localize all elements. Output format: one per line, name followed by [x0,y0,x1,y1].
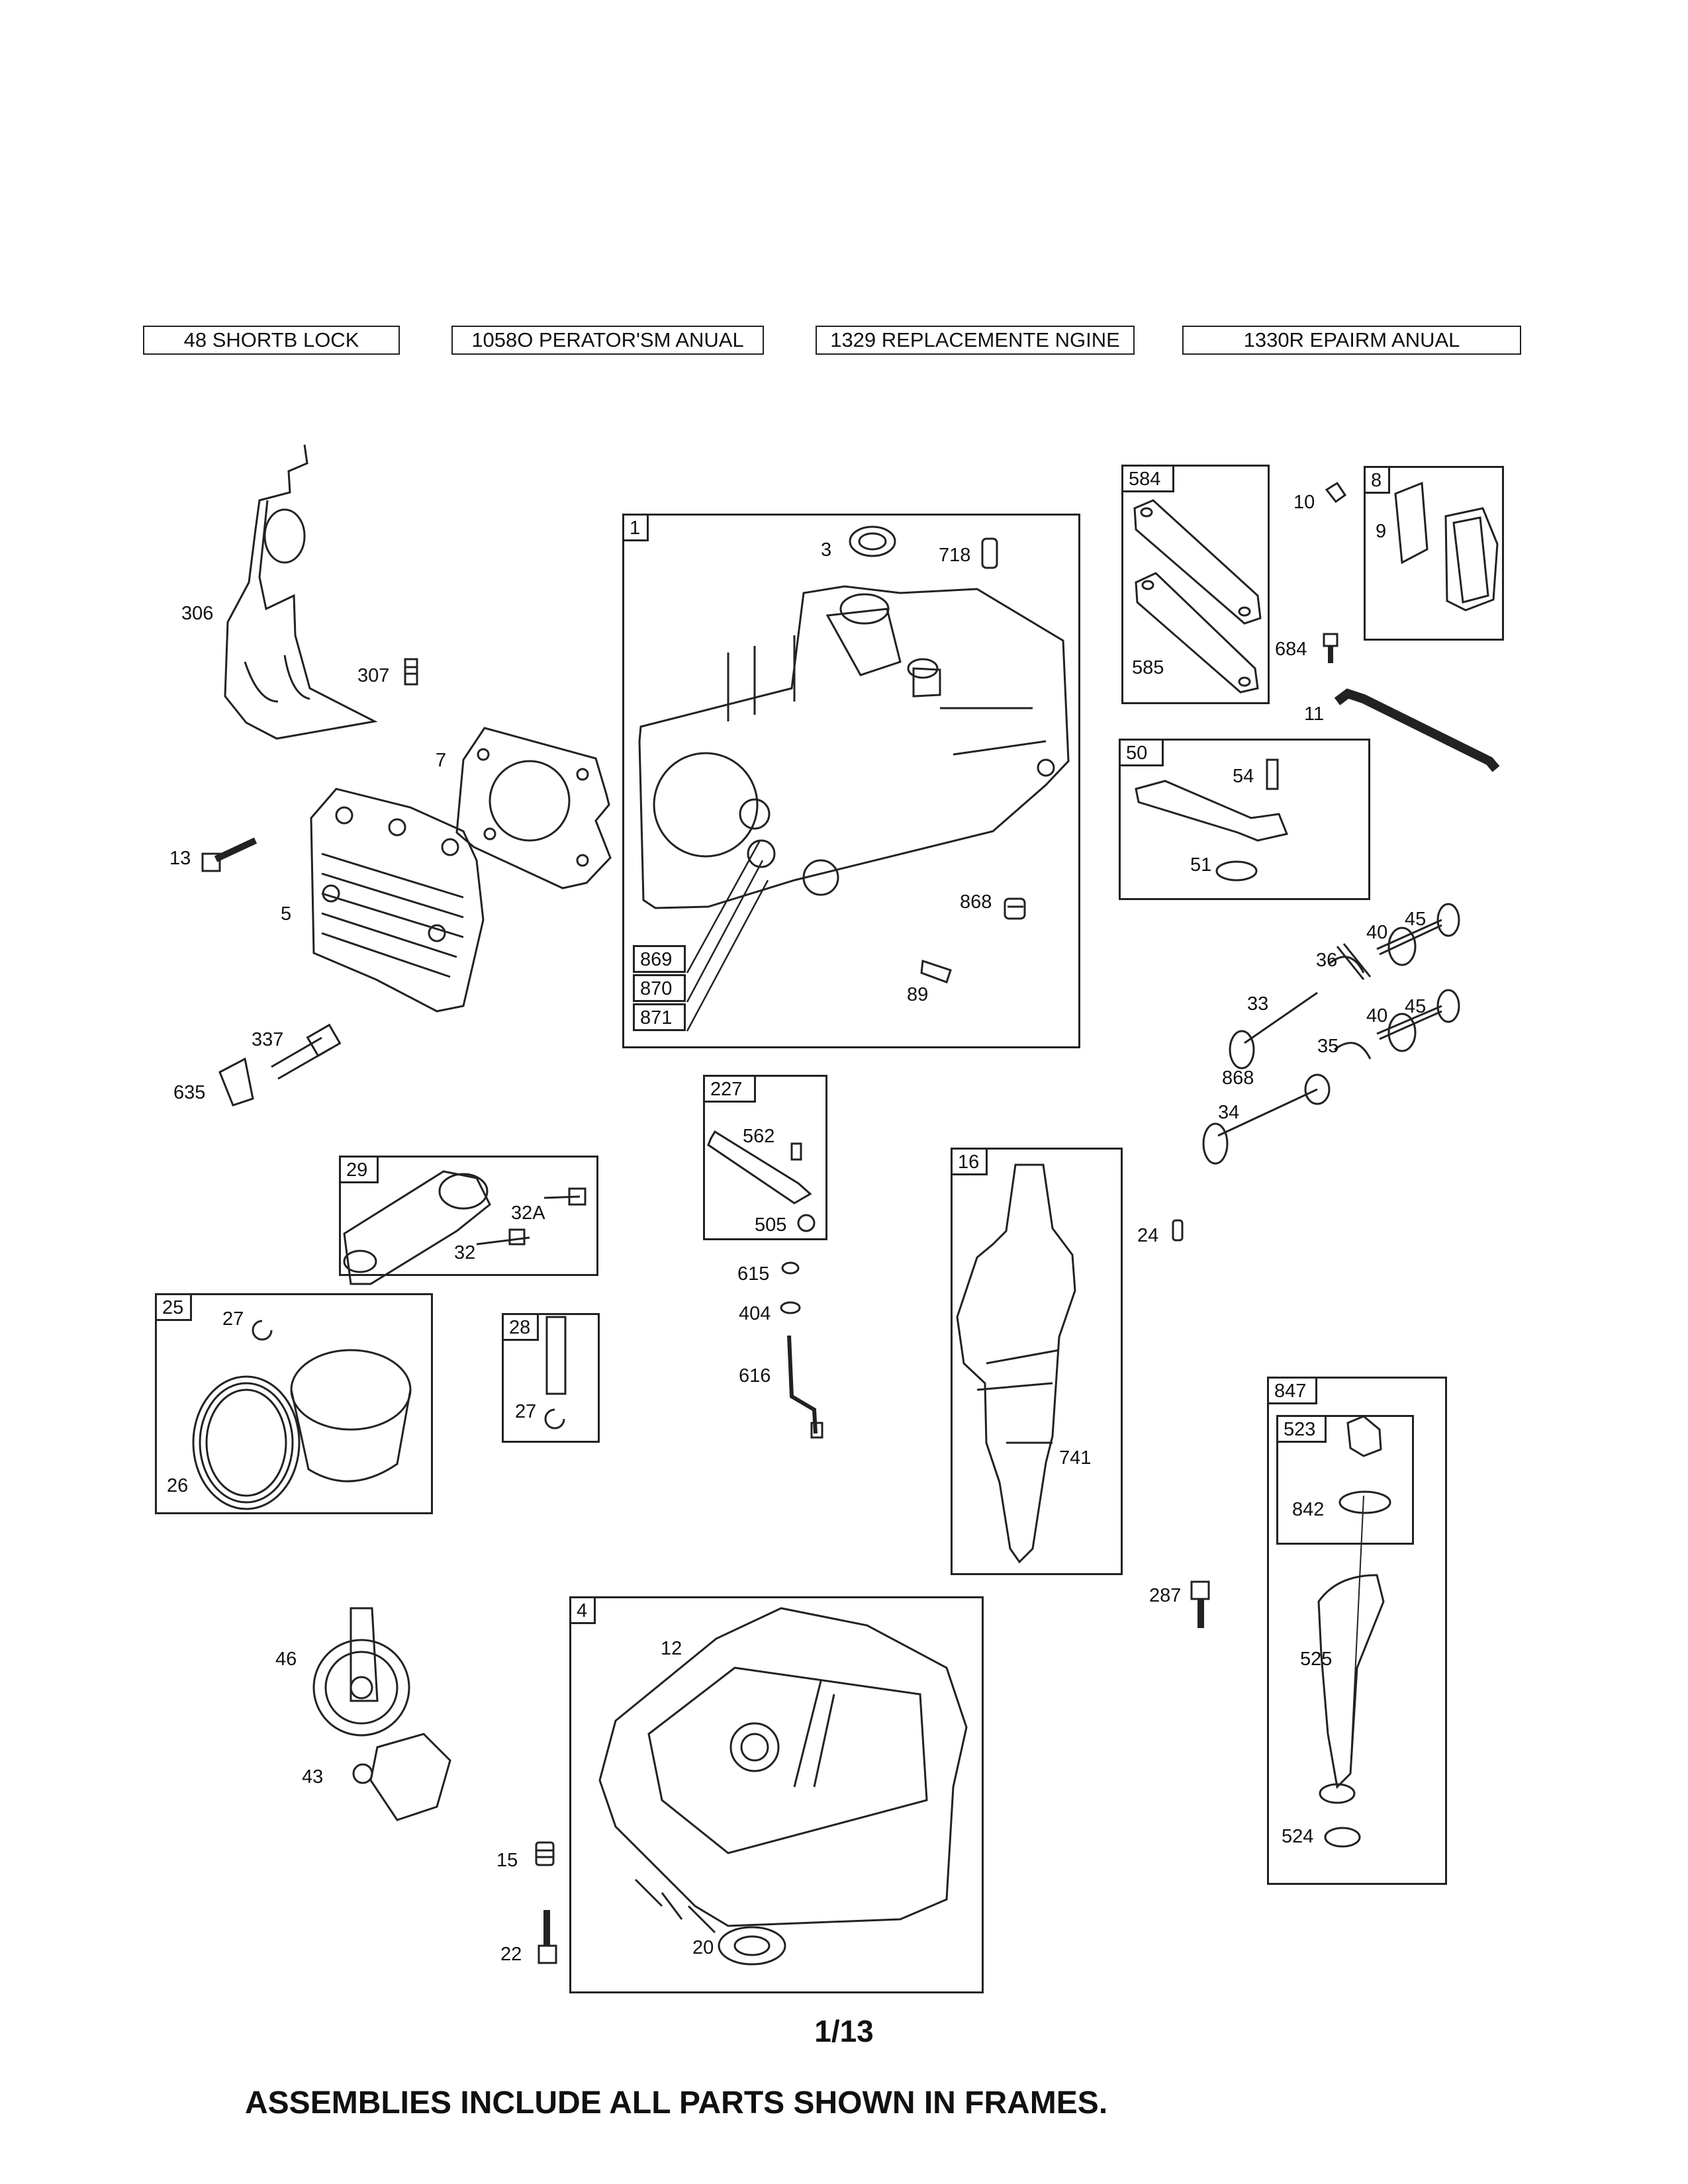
part-label-10: 10 [1293,492,1315,513]
part-label-32: 32 [454,1242,476,1263]
part-label-13: 13 [169,848,191,869]
part-label-51: 51 [1190,854,1212,876]
frame-4 [569,1596,984,1993]
frame-523 [1276,1415,1414,1545]
shroud-drawing [224,444,378,740]
frame-16 [951,1148,1123,1575]
frame-847 [1267,1377,1447,1885]
crankshaft-drawing [956,1163,1076,1564]
frame-50-number: 50 [1119,739,1164,766]
part-label-868-valve: 868 [1222,1068,1254,1089]
part-label-718: 718 [939,545,971,566]
part-label-89: 89 [907,984,929,1005]
part-label-24: 24 [1137,1225,1159,1246]
frame-1 [622,514,1080,1048]
frame-847-number: 847 [1267,1377,1317,1404]
frame-869-number: 869 [633,945,686,973]
intake-gasket-drawing [1133,499,1262,694]
part-label-306: 306 [181,603,214,624]
part-label-684: 684 [1275,639,1307,660]
part-label-562: 562 [743,1126,775,1147]
part-label-616: 616 [739,1365,771,1387]
frame-523-number: 523 [1276,1415,1327,1443]
part-label-36: 36 [1316,950,1338,971]
part-label-20: 20 [692,1937,714,1958]
part-label-3: 3 [821,539,832,561]
part-label-27-piston: 27 [222,1308,244,1330]
frame-584 [1121,465,1270,704]
part-label-307: 307 [357,665,390,686]
frame-29-number: 29 [339,1156,379,1183]
part-label-404: 404 [739,1303,771,1324]
part-label-9: 9 [1376,521,1387,542]
frame-584-number: 584 [1121,465,1174,492]
part-label-45-lower: 45 [1405,996,1427,1017]
part-label-45-upper: 45 [1405,909,1427,930]
part-label-287: 287 [1149,1585,1182,1606]
part-label-32A: 32A [511,1203,545,1224]
valve-cover-drawing [1394,481,1499,612]
header-box-repair-manual: 1330R EPAIRM ANUAL [1182,326,1521,355]
frame-870-number: 870 [633,974,686,1002]
part-label-34: 34 [1218,1102,1240,1123]
part-label-337: 337 [252,1029,284,1050]
part-label-741: 741 [1059,1447,1092,1469]
part-label-12: 12 [661,1638,682,1659]
frame-8 [1364,466,1504,641]
part-label-40-upper: 40 [1366,922,1388,943]
frame-227 [703,1075,827,1240]
frame-871-number: 871 [633,1003,686,1031]
sump-drawing [598,1607,968,1934]
connecting-rod-drawing [343,1170,586,1285]
header-box-short-block: 48 SHORTB LOCK [143,326,400,355]
frame-25 [155,1293,433,1514]
frame-28-number: 28 [502,1313,539,1341]
frame-4-number: 4 [569,1596,596,1624]
part-label-26: 26 [167,1475,189,1496]
part-label-46: 46 [275,1649,297,1670]
part-label-585: 585 [1132,657,1164,678]
header-box-replacement-engine: 1329 REPLACEMENTE NGINE [816,326,1135,355]
footer-note: ASSEMBLIES INCLUDE ALL PARTS SHOWN IN FR… [245,2085,1108,2120]
head-gasket-drawing [455,727,612,889]
header-box-operators-manual: 1058O PERATOR'SM ANUAL [451,326,764,355]
part-label-5: 5 [281,903,292,925]
frame-29 [339,1156,598,1276]
piston-drawing [192,1320,412,1510]
air-guide-drawing [1135,758,1289,882]
part-label-35: 35 [1317,1036,1339,1057]
part-label-868-block: 868 [960,891,992,913]
cylinder-block-drawing [638,585,1070,909]
part-label-842: 842 [1292,1499,1325,1520]
frame-8-number: 8 [1364,466,1390,494]
valve-train-drawing [1202,903,1460,1165]
frame-28 [502,1313,600,1443]
part-label-27-pin: 27 [515,1401,537,1422]
part-label-524: 524 [1282,1826,1314,1847]
camshaft-drawing [312,1607,451,1821]
frame-50 [1119,739,1370,900]
part-label-635: 635 [173,1082,206,1103]
frame-1-number: 1 [622,514,649,541]
part-label-33: 33 [1247,993,1269,1015]
part-label-22: 22 [500,1944,522,1965]
part-label-11: 11 [1304,704,1325,725]
part-label-54: 54 [1233,766,1254,787]
frame-25-number: 25 [155,1293,192,1321]
frame-227-number: 227 [703,1075,756,1103]
part-label-40-lower: 40 [1366,1005,1388,1026]
governor-lever-drawing [707,1130,816,1232]
part-label-43: 43 [302,1766,324,1788]
part-label-505: 505 [755,1214,787,1236]
part-label-7: 7 [436,750,447,771]
part-label-525: 525 [1300,1649,1333,1670]
part-label-15: 15 [496,1850,518,1871]
cylinder-head-drawing [310,788,485,1013]
part-label-615: 615 [737,1263,770,1285]
frame-16-number: 16 [951,1148,988,1175]
page-number: 1/13 [814,2014,874,2048]
